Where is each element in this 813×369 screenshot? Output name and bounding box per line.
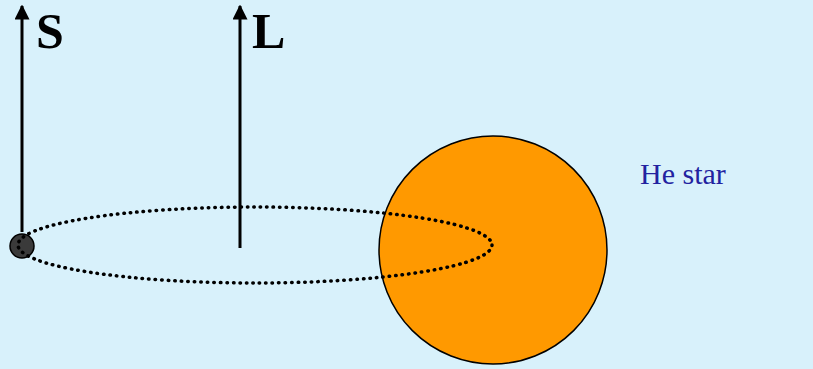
vector-letter: L (252, 6, 285, 56)
orbit-path (18, 207, 492, 283)
orbital-momentum-arrow (239, 6, 242, 248)
spin-arrow (21, 6, 24, 232)
star-label: He star (640, 157, 726, 191)
vector-letter: S (36, 6, 64, 56)
star-outline (378, 135, 608, 365)
star-body: He star (378, 135, 608, 365)
star-disc (379, 136, 607, 364)
